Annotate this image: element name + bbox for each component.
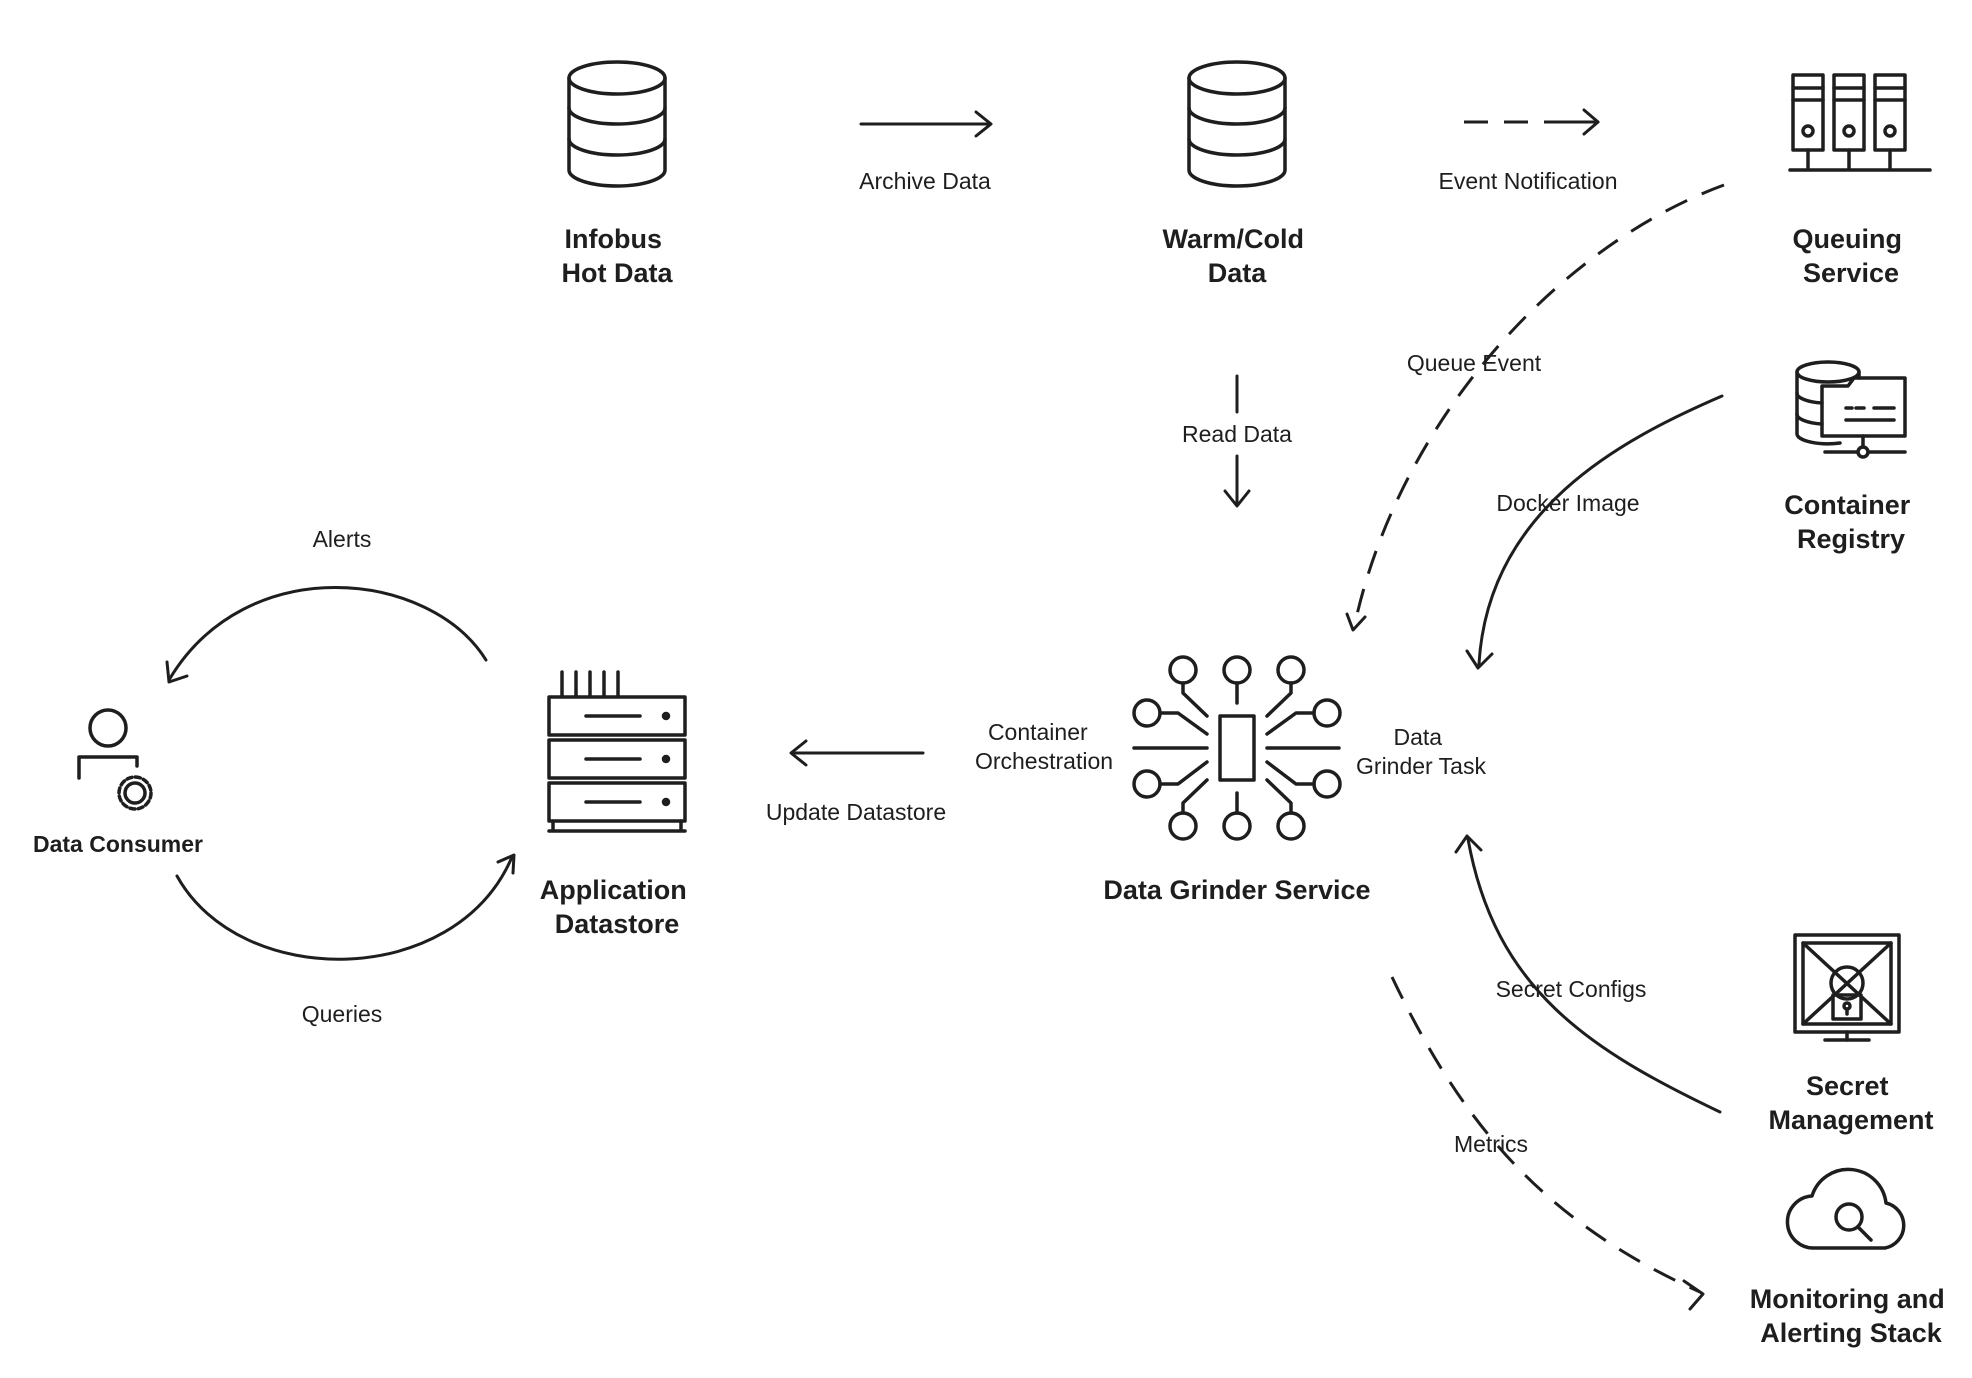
- queuing-service-title: Queuing Service: [1792, 224, 1909, 288]
- locked-vault-icon: [1793, 933, 1901, 1042]
- server-rack-icon: [1788, 73, 1932, 172]
- event-notification-label: Event Notification: [1439, 168, 1618, 194]
- metrics-arrow: [1390, 976, 1705, 1311]
- queue-event-label: Queue Event: [1407, 350, 1542, 376]
- alerts-label: Alerts: [313, 526, 372, 552]
- read-data-arrow: [1223, 374, 1251, 508]
- queries-label: Queries: [302, 1001, 383, 1027]
- data-consumer-title: Data Consumer: [33, 831, 203, 857]
- update-datastore-label: Update Datastore: [766, 799, 946, 825]
- event-notification-arrow: [1464, 108, 1600, 136]
- secret-configs-label: Secret Configs: [1496, 976, 1647, 1002]
- metrics-label: Metrics: [1454, 1131, 1528, 1157]
- secret-management-title: Secret Management: [1768, 1071, 1933, 1135]
- data-grinder-task-label: Data Grinder Task: [1356, 724, 1486, 779]
- read-data-label: Read Data: [1182, 421, 1292, 447]
- update-datastore-arrow: [789, 739, 925, 767]
- container-orchestration-label: Container Orchestration: [975, 719, 1113, 774]
- queries-arrow: [175, 853, 516, 961]
- warm-cold-title: Warm/Cold Data: [1162, 224, 1311, 288]
- docker-image-arrow: [1465, 394, 1724, 670]
- archive-data-arrow: [859, 110, 993, 138]
- queue-event-arrow: [1345, 183, 1725, 632]
- monitoring-alerting-title: Monitoring and Alerting Stack: [1750, 1284, 1952, 1348]
- server-stack-icon: [547, 670, 687, 833]
- data-grinder-service-title: Data Grinder Service: [1103, 875, 1370, 905]
- alerts-arrow: [165, 586, 488, 684]
- container-registry-title: Container Registry: [1784, 490, 1918, 554]
- chip-circuit-icon: [1132, 655, 1342, 841]
- cloud-search-icon: [1785, 1167, 1906, 1250]
- database-icon: [567, 60, 667, 188]
- secret-configs-arrow: [1454, 834, 1722, 1114]
- archive-data-label: Archive Data: [859, 168, 991, 194]
- user-gear-icon: [77, 708, 153, 811]
- application-datastore-title: Application Datastore: [540, 875, 695, 939]
- database-icon: [1187, 60, 1287, 188]
- infobus-title: Infobus Hot Data: [561, 224, 673, 288]
- docker-image-label: Docker Image: [1496, 490, 1639, 516]
- database-folder-icon: [1795, 360, 1907, 459]
